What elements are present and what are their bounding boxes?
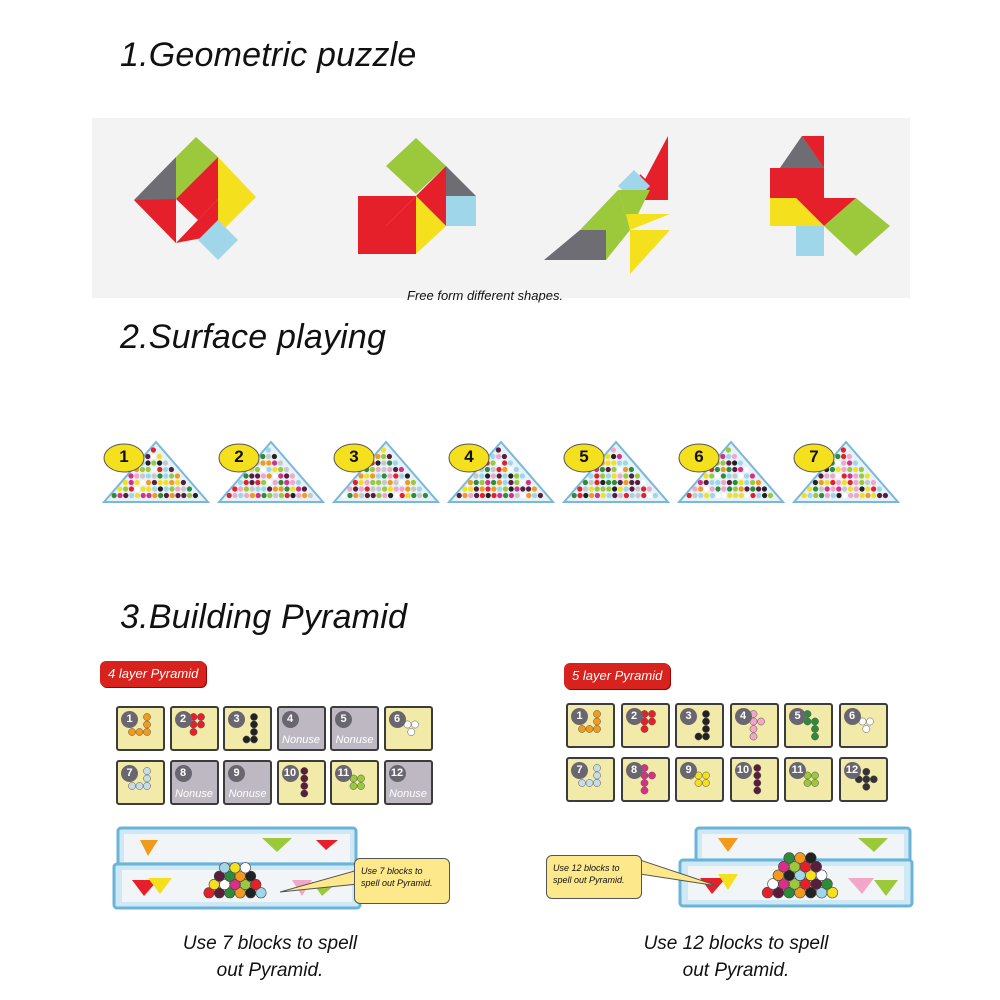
block-card-number: 9 <box>680 762 697 779</box>
left-block-card-6: 6 <box>383 706 433 751</box>
surface-board-number: 7 <box>809 447 819 466</box>
left-block-card-11: 11 <box>330 760 379 805</box>
block-card-number: 5 <box>789 708 806 725</box>
right-block-card-2: 2 <box>620 703 670 748</box>
surface-boards-row: 1 2 3 4 5 6 7 <box>100 438 910 508</box>
right-pyramid-tag: 5 layer Pyramid <box>564 663 671 689</box>
right-pyramid-balls <box>761 852 839 899</box>
block-card-number: 1 <box>121 711 138 728</box>
right-block-card-8: 8 <box>620 757 670 802</box>
surface-board-number: 3 <box>349 447 359 466</box>
surface-board-1: 1 <box>100 438 212 506</box>
left-block-card-1: 1 <box>116 706 165 751</box>
right-block-card-9: 9 <box>675 757 724 802</box>
right-block-card-1: 1 <box>566 703 615 748</box>
block-card-number: 3 <box>680 708 697 725</box>
left-block-card-3: 3 <box>223 706 272 751</box>
left-pyramid-tag: 4 layer Pyramid <box>100 661 207 687</box>
block-card-nonuse-label: Nonuse <box>282 734 320 746</box>
block-card-number: 3 <box>228 711 245 728</box>
surface-board-6: 6 <box>675 438 787 506</box>
right-block-card-6: 6 <box>838 703 888 748</box>
block-card-number: 8 <box>625 762 643 779</box>
left-block-card-2: 2 <box>169 706 219 751</box>
right-block-card-3: 3 <box>675 703 724 748</box>
right-block-card-4: 4 <box>729 703 779 748</box>
left-callout: Use 7 blocks to spell out Pyramid. <box>354 858 450 904</box>
surface-board-7: 7 <box>790 438 902 506</box>
surface-board-4: 4 <box>445 438 557 506</box>
right-block-card-7: 7 <box>566 757 615 802</box>
tangram-caption: Free form different shapes. <box>407 288 564 303</box>
left-caption-line1: Use 7 blocks to spell <box>182 933 358 954</box>
block-card-number: 6 <box>843 708 861 725</box>
left-caption-line2: out Pyramid. <box>216 960 324 981</box>
left-pyramid-balls <box>203 862 267 899</box>
block-card-nonuse-label: Nonuse <box>389 788 427 800</box>
left-block-card-7: 7 <box>116 760 165 805</box>
surface-board-2: 2 <box>215 438 327 506</box>
block-card-number: 12 <box>388 765 406 782</box>
block-card-number: 1 <box>571 708 588 725</box>
block-card-number: 10 <box>281 765 299 782</box>
section-heading-surface-playing: 2.Surface playing <box>120 318 387 356</box>
left-callout-pointer <box>280 869 359 893</box>
surface-board-3: 3 <box>330 438 442 506</box>
right-callout-pointer <box>640 859 719 887</box>
tangram-shape-square <box>134 137 256 260</box>
section-heading-geometric-puzzle: 1.Geometric puzzle <box>120 36 417 74</box>
surface-board-number: 4 <box>464 447 474 466</box>
tangram-shape-figure <box>770 136 890 256</box>
right-caption-line2: out Pyramid. <box>682 960 790 981</box>
surface-board-number: 1 <box>119 447 129 466</box>
right-block-card-11: 11 <box>784 757 833 802</box>
block-card-number: 6 <box>388 711 406 728</box>
block-card-nonuse-label: Nonuse <box>335 734 374 746</box>
surface-board-number: 6 <box>694 447 704 466</box>
right-block-card-10: 10 <box>729 757 779 802</box>
tangram-shape-bird <box>358 138 476 254</box>
block-card-number: 2 <box>625 708 643 725</box>
block-card-number: 9 <box>228 765 245 782</box>
block-card-number: 10 <box>734 762 752 779</box>
tangram-shape-slope <box>544 136 670 274</box>
block-card-number: 12 <box>843 762 861 779</box>
right-caption-line1: Use 12 blocks to spell <box>643 933 829 954</box>
block-card-number: 7 <box>121 765 138 782</box>
surface-board-number: 2 <box>234 447 244 466</box>
right-callout: Use 12 blocks to spell out Pyramid. <box>546 855 642 899</box>
block-card-number: 4 <box>734 708 752 725</box>
block-card-number: 7 <box>571 762 588 779</box>
right-block-card-12: 12 <box>838 757 888 802</box>
block-card-number: 5 <box>335 711 352 728</box>
block-card-number: 8 <box>174 765 192 782</box>
block-card-nonuse-label: Nonuse <box>228 788 267 800</box>
section-heading-building-pyramid: 3.Building Pyramid <box>120 598 408 636</box>
surface-board-5: 5 <box>560 438 672 506</box>
block-card-number: 11 <box>789 762 806 779</box>
right-block-card-5: 5 <box>784 703 833 748</box>
block-card-nonuse-label: Nonuse <box>175 788 213 800</box>
block-card-number: 4 <box>281 711 299 728</box>
block-card-number: 2 <box>174 711 192 728</box>
left-block-card-10: 10 <box>276 760 326 805</box>
block-card-number: 11 <box>335 765 352 782</box>
surface-board-number: 5 <box>579 447 589 466</box>
